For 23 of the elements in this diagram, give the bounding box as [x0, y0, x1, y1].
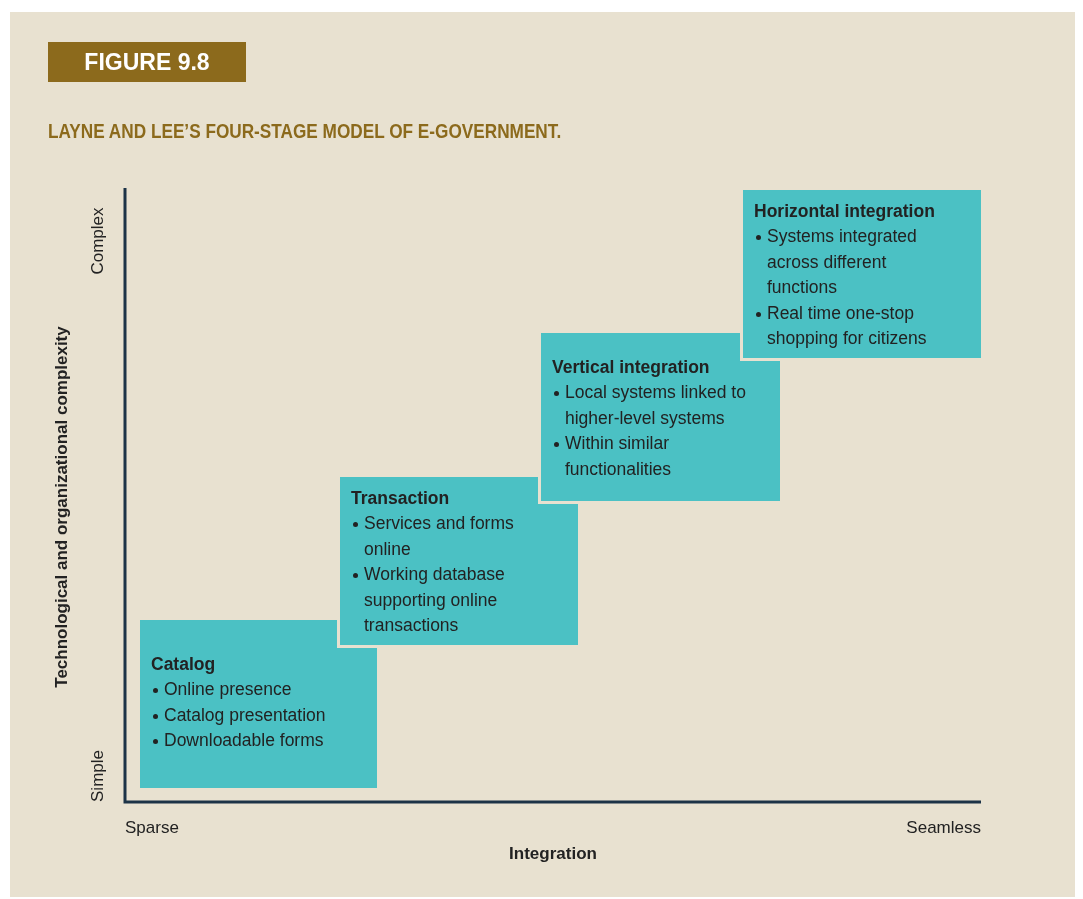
bullet-item: Within similar functionalities: [565, 431, 749, 482]
stage-heading: Catalog: [151, 653, 217, 676]
stage-box: [340, 477, 578, 645]
axis-end-label: Seamless: [906, 818, 981, 838]
bullet-item: Online presence: [164, 677, 364, 703]
axis-end-label: Sparse: [125, 818, 179, 838]
axis-end-label: Complex: [88, 207, 108, 275]
bullet-item: Working database supporting online transactions: [364, 562, 536, 639]
y-axis-title: Technological and organizational complexity: [52, 326, 72, 688]
bullet-item: Real time one-stop shopping for citizens: [767, 300, 939, 352]
bullet-item: Systems integrated across different functions: [767, 224, 939, 301]
x-axis-title: Integration: [509, 844, 597, 864]
bullet-item: Catalog presentation: [164, 702, 364, 728]
figure-title: LAYNE AND LEE’S FOUR-STAGE MODEL OF E-GOVERNMENT.: [48, 120, 562, 143]
stage-heading: Vertical integration: [552, 356, 711, 379]
bullet-item: Services and forms online: [364, 511, 536, 562]
figure-number-badge: FIGURE 9.8: [48, 42, 246, 82]
bullet-item: Downloadable forms: [164, 728, 364, 754]
stage-box: [743, 190, 981, 358]
axis-end-label: Simple: [88, 750, 108, 802]
stage-heading: Transaction: [351, 487, 451, 510]
bullet-item: Local systems linked to higher-level systems: [565, 380, 749, 431]
stage-heading: Horizontal integration: [754, 200, 936, 223]
